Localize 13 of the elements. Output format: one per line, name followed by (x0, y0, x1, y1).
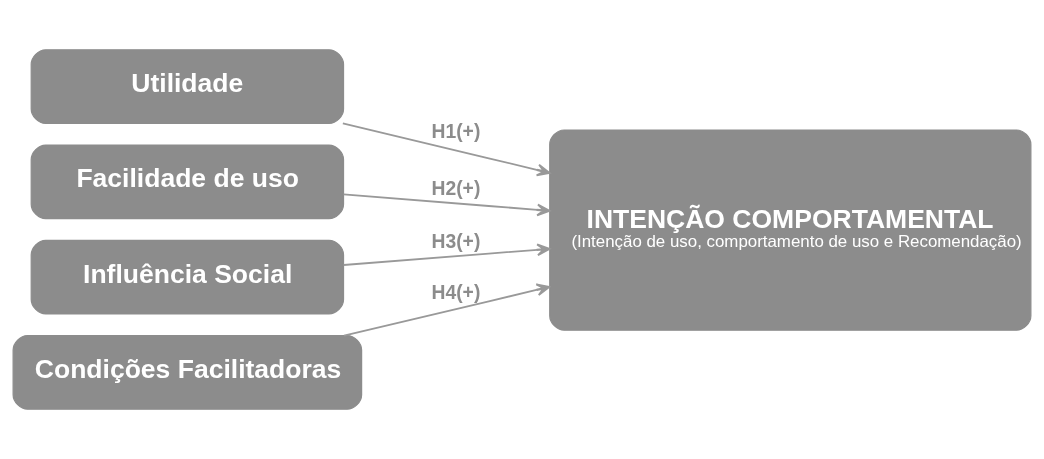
node-box: Condições Facilitadoras (12, 335, 363, 410)
node-box: Influência Social (30, 239, 345, 315)
node-box: Utilidade (30, 49, 345, 124)
edge-label: H1(+) (431, 121, 481, 143)
arrow (343, 283, 551, 337)
edge-label: H4(+) (431, 281, 481, 303)
arrow (342, 243, 551, 266)
arrow (341, 122, 551, 177)
arrow (342, 193, 551, 217)
node-box: Facilidade de uso (30, 144, 345, 220)
edge-label: H2(+) (431, 177, 481, 199)
node-box: INTENÇÃO COMPORTAMENTAL (Intenção de uso, comportamento de uso e Recomendação) (549, 129, 1032, 331)
edge-label: H3(+) (431, 230, 481, 252)
